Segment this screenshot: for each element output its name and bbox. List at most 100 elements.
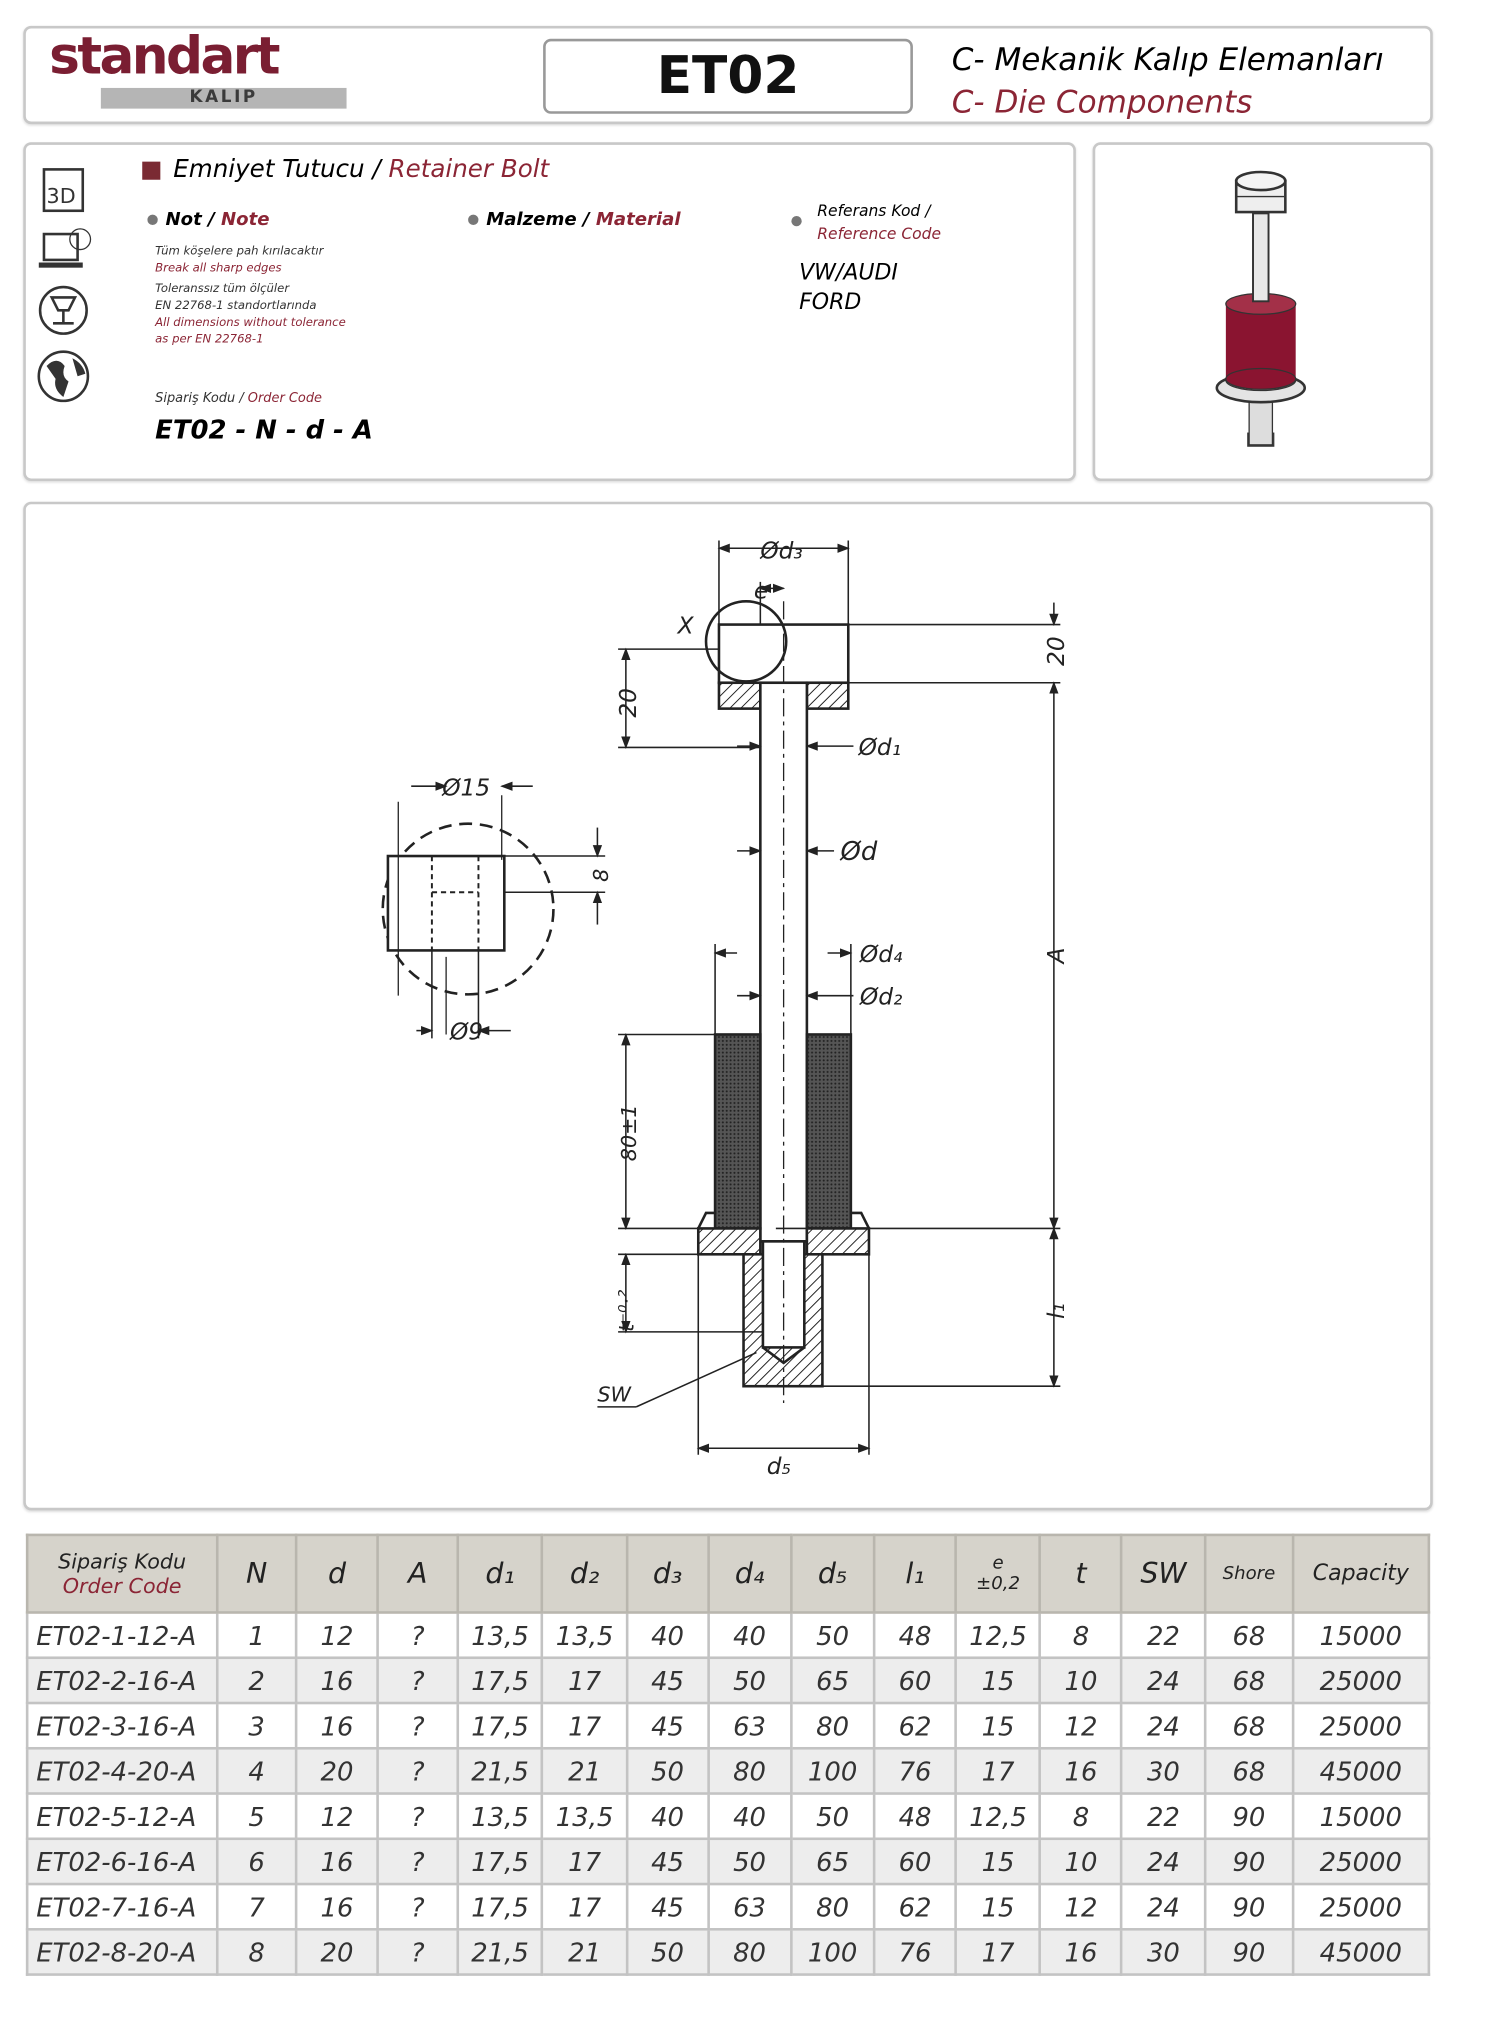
table-cell: 16	[1038, 1928, 1124, 1976]
column-header: l₁	[873, 1533, 958, 1614]
table-cell: 90	[1203, 1928, 1295, 1976]
column-header: t	[1038, 1533, 1124, 1614]
table-cell: 5	[215, 1792, 298, 1841]
table-cell: 25000	[1291, 1656, 1431, 1705]
logo: standart KALIP	[49, 31, 347, 109]
column-header: A	[376, 1533, 460, 1614]
label-d: Ød	[840, 837, 878, 867]
table-cell: 100	[789, 1928, 876, 1976]
table-cell: 17,5	[456, 1882, 544, 1931]
table-cell: 30	[1120, 1746, 1207, 1795]
table-cell: 24	[1120, 1701, 1207, 1750]
table-cell: ?	[376, 1928, 460, 1976]
note-heading: Not / Note	[147, 209, 270, 230]
table-cell: 45000	[1291, 1746, 1431, 1795]
table-cell: 13,5	[541, 1792, 629, 1841]
table-cell: 16	[294, 1882, 380, 1931]
table-cell: 62	[873, 1882, 958, 1931]
table-cell: 68	[1203, 1611, 1295, 1660]
label-8: 8	[589, 869, 613, 882]
table-cell: 21	[541, 1746, 629, 1795]
column-header: d₂	[541, 1533, 629, 1614]
table-cell: ?	[376, 1792, 460, 1841]
table-cell: 30	[1120, 1928, 1207, 1976]
label-x: X	[677, 613, 695, 640]
table-cell: 45	[625, 1837, 710, 1886]
table-cell: 24	[1120, 1882, 1207, 1931]
table-cell: 76	[873, 1746, 958, 1795]
table-cell: 17	[541, 1701, 629, 1750]
table-cell: 8	[215, 1928, 298, 1976]
order-code-label: Sipariş Kodu / Order Code	[155, 391, 322, 407]
svg-text:3D: 3D	[47, 184, 76, 208]
globe-icon[interactable]	[37, 350, 90, 403]
table-cell: 20	[294, 1746, 380, 1795]
table-cell: 60	[873, 1837, 958, 1886]
table-cell: 40	[706, 1611, 793, 1660]
table-cell: ?	[376, 1882, 460, 1931]
table-cell: 12	[294, 1611, 380, 1660]
table-cell: ?	[376, 1837, 460, 1886]
product-image	[1215, 170, 1307, 447]
label-80: 80±1	[617, 1104, 641, 1161]
reference-heading: Referans Kod /Reference Code	[791, 199, 941, 246]
table-cell: 10	[1038, 1656, 1124, 1705]
label-20-left: 20	[615, 688, 642, 718]
label-l1: l₁	[1043, 1303, 1070, 1319]
column-header: d₄	[706, 1533, 793, 1614]
table-cell: 45	[625, 1882, 710, 1931]
table-cell: 62	[873, 1701, 958, 1750]
table-cell: 17,5	[456, 1701, 544, 1750]
table-cell: 90	[1203, 1837, 1295, 1886]
table-cell: 17	[954, 1928, 1042, 1976]
title-marker	[142, 160, 161, 180]
column-header: Capacity	[1291, 1533, 1431, 1614]
column-header: SW	[1120, 1533, 1207, 1614]
table-cell: 80	[706, 1746, 793, 1795]
cad-download-icon[interactable]	[38, 228, 92, 268]
order-code-cell: ET02-7-16-A	[25, 1882, 219, 1931]
category-en: C- Die Components	[951, 84, 1253, 121]
table-cell: 17,5	[456, 1837, 544, 1886]
table-cell: 20	[294, 1928, 380, 1976]
3d-model-icon[interactable]: 3D	[42, 168, 85, 213]
table-cell: 17	[541, 1837, 629, 1886]
table-cell: 25000	[1291, 1837, 1431, 1886]
table-cell: 16	[294, 1837, 380, 1886]
table-cell: 76	[873, 1928, 958, 1976]
table-cell: 25000	[1291, 1882, 1431, 1931]
table-cell: 50	[706, 1837, 793, 1886]
order-code-cell: ET02-3-16-A	[25, 1701, 219, 1750]
table-cell: 13,5	[541, 1611, 629, 1660]
table-cell: 16	[294, 1656, 380, 1705]
side-icons: 3D	[37, 168, 92, 403]
press-icon[interactable]	[38, 285, 88, 335]
table-cell: 22	[1120, 1792, 1207, 1841]
table-cell: 8	[1038, 1792, 1124, 1841]
table-cell: 50	[789, 1792, 876, 1841]
table-cell: 21,5	[456, 1746, 544, 1795]
table-cell: 68	[1203, 1746, 1295, 1795]
table-cell: 15	[954, 1656, 1042, 1705]
column-header: d₁	[456, 1533, 544, 1614]
label-d9: Ø9	[449, 1019, 483, 1046]
order-code-pattern: ET02 - N - d - A	[155, 413, 373, 445]
table-cell: 65	[789, 1837, 876, 1886]
order-code-cell: ET02-1-12-A	[25, 1611, 219, 1660]
product-code: ET02	[543, 38, 913, 114]
table-cell: 90	[1203, 1792, 1295, 1841]
category-tr: C- Mekanik Kalıp Elemanları	[951, 41, 1384, 78]
column-header: N	[215, 1533, 298, 1614]
table-cell: 45	[625, 1656, 710, 1705]
table-cell: 1	[215, 1611, 298, 1660]
table-cell: 3	[215, 1701, 298, 1750]
label-d1: Ød₁	[858, 734, 901, 761]
table-cell: 16	[294, 1701, 380, 1750]
table-cell: 10	[1038, 1837, 1124, 1886]
